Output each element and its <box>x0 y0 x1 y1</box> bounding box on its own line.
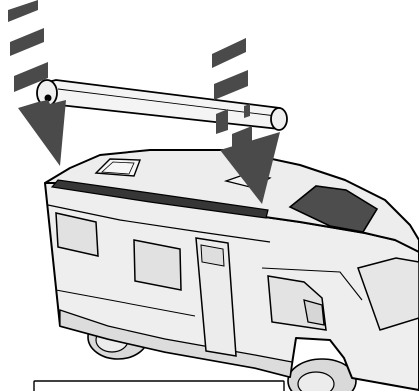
caption-box <box>33 380 285 391</box>
down-arrow-right <box>212 38 280 204</box>
front-wheel <box>287 358 357 391</box>
roof-window <box>288 185 379 233</box>
entry-door-window <box>200 244 225 267</box>
arrow-stripe <box>8 0 38 22</box>
roof-skylight-inner <box>101 161 135 175</box>
awning-rail-strip <box>50 179 269 219</box>
arrow-stripe <box>214 70 248 100</box>
arrow-stripe <box>216 109 228 134</box>
awning-tube-highlight <box>57 88 277 117</box>
awning-end-cap-right <box>270 107 288 131</box>
arrow-stripe <box>244 104 250 118</box>
motorhome-skirt <box>59 309 293 378</box>
down-arrow-left <box>8 0 66 166</box>
arrow-stripe <box>212 38 246 68</box>
roof-skylight <box>94 158 141 177</box>
awning-mount-bolt <box>44 94 52 102</box>
entry-door <box>195 237 237 357</box>
arrow-head <box>18 100 66 166</box>
side-window-rear <box>55 212 99 257</box>
arrow-shaft <box>232 126 252 158</box>
cab-line <box>261 267 363 301</box>
side-mirror <box>303 299 325 326</box>
side-crease-line <box>47 204 271 243</box>
arrow-stripe <box>10 28 44 56</box>
side-crease-line-lower <box>55 289 196 317</box>
windshield <box>357 257 419 331</box>
motorhome <box>44 149 419 391</box>
arrow-stripe <box>14 62 48 92</box>
side-window-middle <box>133 239 182 291</box>
